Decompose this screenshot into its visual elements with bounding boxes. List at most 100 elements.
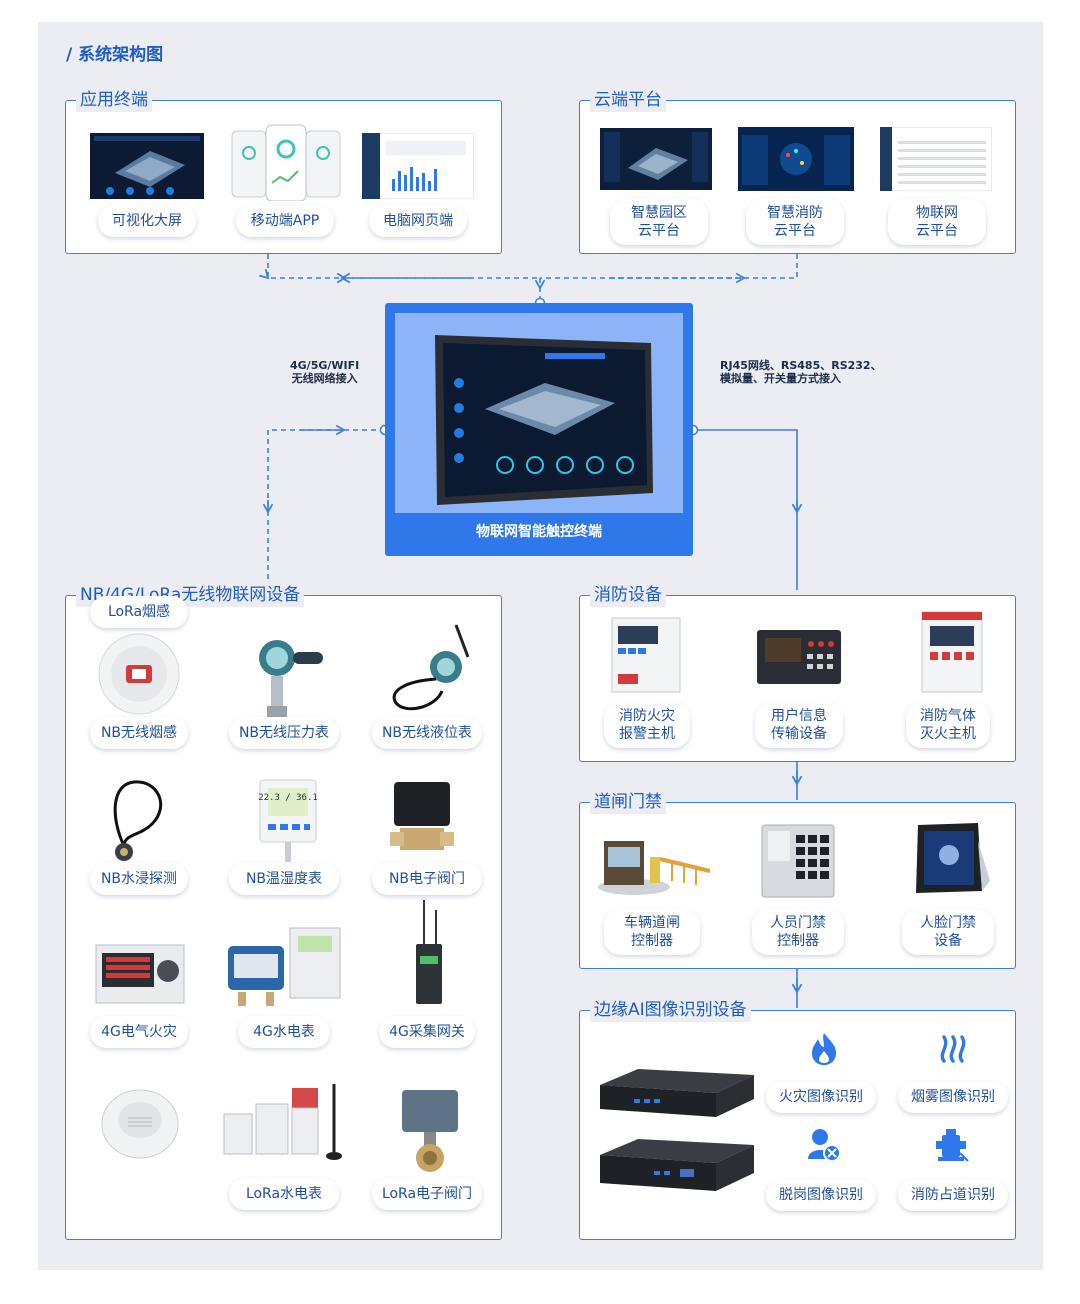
smoke-detector-image xyxy=(98,633,180,715)
app-item-mobile[interactable]: 移动端APP xyxy=(236,205,334,237)
touch-panel-image xyxy=(435,335,653,505)
wireless-access-note: 4G/5G/WIFI 无线网络接入 xyxy=(290,359,359,385)
lora-valve-image xyxy=(402,1090,458,1172)
user-info-transmitter-image xyxy=(757,630,841,684)
label-line1: 智慧消防 xyxy=(767,205,823,221)
label-line2: 控制器 xyxy=(777,933,819,949)
gate-item-vehicle[interactable]: 车辆道闸控制器 xyxy=(604,909,700,955)
label-line2: 报警主机 xyxy=(619,726,675,742)
device-nb-water-leak[interactable]: NB水浸探测 xyxy=(90,863,188,895)
fire-item-gas-host[interactable]: 消防气体灭火主机 xyxy=(906,702,990,748)
label-line1: 用户信息 xyxy=(771,708,827,724)
device-4g-electrical-fire[interactable]: 4G电气火灾 xyxy=(90,1016,188,1048)
device-lora-smoke[interactable]: LoRa烟感 xyxy=(90,596,188,628)
dash-line-wireless xyxy=(267,429,385,590)
device-4g-water-electric-meter[interactable]: 4G水电表 xyxy=(238,1016,330,1048)
ai-item-fire[interactable]: 火灾图像识别 xyxy=(766,1081,876,1113)
label-line2: 云平台 xyxy=(774,223,816,239)
mobile-app-thumbnail xyxy=(231,124,341,201)
water-leak-sensor-image xyxy=(113,780,163,861)
cloud-item-smart-fire[interactable]: 智慧消防云平台 xyxy=(746,199,844,245)
wired-access-note: RJ45网线、RS485、RS232、 模拟量、开关量方式接入 xyxy=(720,359,882,385)
label-line1: 人脸门禁 xyxy=(920,915,976,931)
pressure-gauge-image xyxy=(259,640,323,718)
note-line1: 4G/5G/WIFI xyxy=(290,359,360,372)
label-line1: 车辆道闸 xyxy=(624,915,680,931)
label-line2: 灭火主机 xyxy=(920,726,976,742)
device-nb-smoke[interactable]: NB无线烟感 xyxy=(90,717,188,749)
panel-edge-ai: 边缘AI图像识别设备 火灾图像识别 烟雾图像识别 脱岗图像识别 消防占道识别 xyxy=(579,998,1016,1240)
panel-title: 应用终端 xyxy=(76,88,152,112)
electronic-valve-image xyxy=(390,782,454,850)
keypad-access-controller-image xyxy=(761,824,835,898)
temp-humidity-meter-image: 22.3 / 36.1 xyxy=(258,779,318,862)
device-4g-gateway[interactable]: 4G采集网关 xyxy=(379,1016,475,1048)
device-nb-level[interactable]: NB无线液位表 xyxy=(372,717,482,749)
terminal-label: 物联网智能触控终端 xyxy=(476,524,602,540)
label-line1: 人员门禁 xyxy=(770,915,826,931)
label-line1: 物联网 xyxy=(916,205,958,221)
solid-line-wired xyxy=(693,429,798,590)
face-recognition-terminal-image xyxy=(916,823,990,893)
iot-platform-thumbnail xyxy=(880,127,992,191)
fire-hydrant-icon xyxy=(936,1129,969,1162)
dash-line-cloud xyxy=(540,254,798,279)
fire-item-alarm-host[interactable]: 消防火灾报警主机 xyxy=(604,702,690,748)
label-line2: 云平台 xyxy=(916,223,958,239)
label-line1: 消防火灾 xyxy=(619,708,675,724)
cloud-item-iot[interactable]: 物联网云平台 xyxy=(888,199,986,245)
panel-title: 道闸门禁 xyxy=(590,790,666,814)
panel-wireless-iot-devices: NB/4G/LoRa无线物联网设备 NB无线烟感 NB无线压力表 NB无线液位表… xyxy=(65,583,502,1240)
panel-title: 边缘AI图像识别设备 xyxy=(590,998,751,1022)
vehicle-barrier-image xyxy=(598,841,711,895)
panel-gate-access: 道闸门禁 车辆道闸控制器 人员门禁控制器 人脸门禁设备 xyxy=(579,790,1016,969)
water-electric-meter-image xyxy=(228,927,341,1006)
level-sensor-image xyxy=(392,624,470,711)
terminal-image-area xyxy=(395,313,683,513)
note-line1: RJ45网线、RS485、RS232、 xyxy=(720,359,882,372)
device-lora-meter[interactable]: LoRa水电表 xyxy=(229,1178,339,1210)
panel-cloud-platforms: 云端平台 智慧园区云平台 智慧消防云平台 物联网云平台 xyxy=(579,88,1016,254)
device-lora-valve[interactable]: LoRa电子阀门 xyxy=(372,1178,482,1210)
fire-alarm-panel-image xyxy=(611,617,681,693)
device-nb-valve[interactable]: NB电子阀门 xyxy=(372,863,482,895)
gate-item-personnel[interactable]: 人员门禁控制器 xyxy=(752,909,844,955)
gate-item-face[interactable]: 人脸门禁设备 xyxy=(902,909,994,955)
app-item-dashboard[interactable]: 可视化大屏 xyxy=(98,205,196,237)
app-item-web[interactable]: 电脑网页端 xyxy=(369,205,467,237)
ai-item-passage[interactable]: 消防占道识别 xyxy=(898,1179,1008,1211)
dashboard-screen-thumbnail xyxy=(90,133,204,199)
label-line1: 消防气体 xyxy=(920,708,976,724)
absent-person-icon xyxy=(808,1129,841,1162)
dash-line-app xyxy=(259,254,540,280)
ai-item-smoke[interactable]: 烟雾图像识别 xyxy=(898,1081,1008,1113)
panel-title: 消防设备 xyxy=(590,583,666,607)
note-line2: 模拟量、开关量方式接入 xyxy=(720,372,841,385)
device-nb-temp-humidity[interactable]: NB温湿度表 xyxy=(229,863,339,895)
page-title: / 系统架构图 xyxy=(66,45,164,65)
panel-fire-equipment: 消防设备 消防火灾报警主机 用户信息传输设备 消防气体灭火主机 xyxy=(579,583,1016,762)
fire-icon xyxy=(812,1033,836,1065)
fire-item-transmitter[interactable]: 用户信息传输设备 xyxy=(755,702,843,748)
web-page-thumbnail xyxy=(362,133,474,199)
device-nb-pressure[interactable]: NB无线压力表 xyxy=(229,717,339,749)
lora-meter-image xyxy=(223,1084,342,1160)
panel-application-terminals: 应用终端 可视化大屏 移动端APP 电脑网页端 xyxy=(65,88,502,254)
smoke-icon xyxy=(940,1035,966,1063)
label-line2: 控制器 xyxy=(631,933,673,949)
cloud-item-smart-park[interactable]: 智慧园区云平台 xyxy=(610,199,708,245)
electrical-fire-monitor-image xyxy=(95,944,185,1004)
ai-item-absence[interactable]: 脱岗图像识别 xyxy=(766,1179,876,1211)
lora-smoke-detector-image xyxy=(101,1089,179,1159)
lcd-readout: 22.3 / 36.1 xyxy=(258,793,318,803)
label-line2: 设备 xyxy=(934,933,962,949)
label-line2: 传输设备 xyxy=(771,726,827,742)
gas-extinguishing-panel-image xyxy=(921,611,983,693)
smart-fire-thumbnail xyxy=(738,127,854,191)
panel-title: 云端平台 xyxy=(590,88,666,112)
iot-touch-terminal[interactable]: 物联网智能触控终端 xyxy=(385,303,693,556)
smart-park-thumbnail xyxy=(600,128,712,190)
gateway-image xyxy=(416,900,442,1004)
edge-box-image-1 xyxy=(600,1069,754,1117)
edge-box-image-2 xyxy=(600,1139,754,1191)
